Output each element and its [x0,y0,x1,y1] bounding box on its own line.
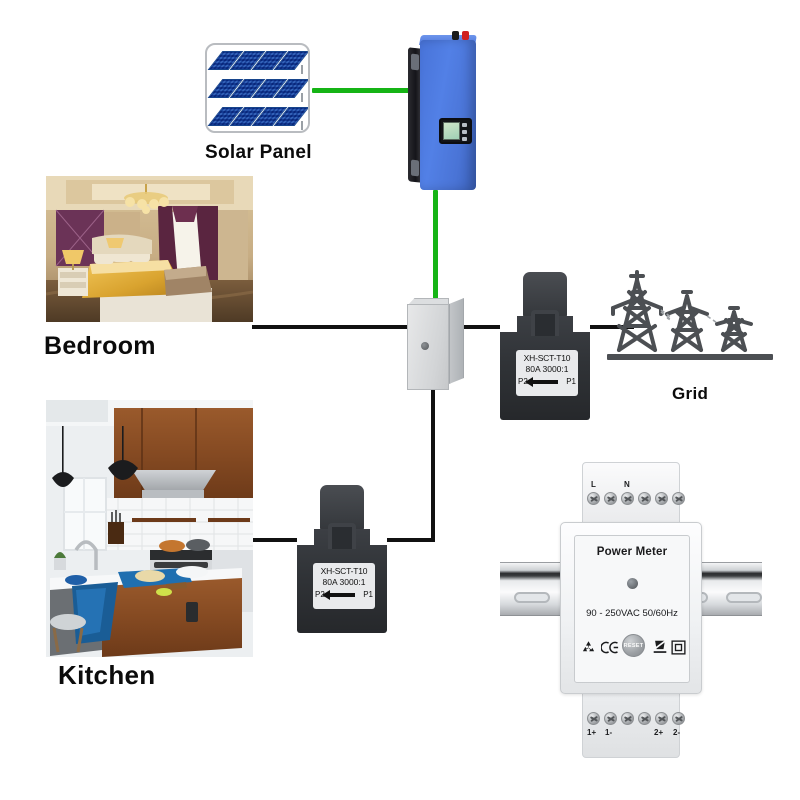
ct-rating-text: 80A 3000:1 [322,577,366,587]
ground-line [607,354,773,360]
terminal-screw[interactable] [587,712,600,725]
wire-box-to-grid-ct [462,325,510,329]
terminal-screw[interactable] [621,712,634,725]
inverter-display [439,118,472,144]
terminal-screw[interactable] [638,712,651,725]
grid-tie-inverter [408,31,477,190]
meter-symbol-row: RESET [581,634,686,662]
weee-bin-icon [653,640,667,653]
kitchen-label: Kitchen [58,660,156,690]
terminal-label-1minus: 1- [605,728,613,737]
terminal-screw[interactable] [604,492,617,505]
solar-panel-icon [205,43,310,133]
wire-bedroom-to-box [252,325,412,329]
ct-p2-label: P2 [518,377,528,386]
terminal-label-N: N [624,480,630,489]
ct-spec-label: XH-SCT-T10 80A 3000:1 P2 P1 [516,350,578,396]
ct-sensor-load: XH-SCT-T10 80A 3000:1 P2 P1 [297,485,387,633]
terminal-label-L: L [591,480,596,489]
wire-grid-ct-to-grid [592,325,634,329]
ct-p1-label: P1 [566,377,576,386]
ct-p2-label: P2 [315,590,325,599]
ct-p1-label: P1 [363,590,373,599]
pylon-group-icon [611,270,753,352]
wire-solar-to-inverter [312,88,412,93]
ct-direction-arrow-icon [322,590,355,600]
ct-aperture [328,523,356,549]
meter-led-indicator [627,578,638,589]
terminal-screw[interactable] [638,492,651,505]
terminal-label-2plus: 2+ [654,728,664,737]
bedroom-label: Bedroom [44,332,156,360]
ct-direction-arrow-icon [525,377,558,387]
terminal-screw[interactable] [604,712,617,725]
wire-inverter-to-box [433,190,438,302]
meter-title: Power Meter [596,546,668,558]
terminal-screw[interactable] [587,492,600,505]
grid-illustration [607,262,773,360]
meter-front-housing: Power Meter 90 - 250VAC 50/60Hz [560,522,702,694]
ct-rating-text: 80A 3000:1 [525,364,569,374]
recycle-icon [582,641,595,652]
inverter-lcd [443,122,460,140]
class-ii-icon [671,640,686,655]
box-latch-icon [421,342,429,350]
terminal-screw[interactable] [655,492,668,505]
meter-voltage-rating: 90 - 250VAC 50/60Hz [586,608,678,619]
terminal-screw[interactable] [672,712,685,725]
ce-mark-icon [601,641,619,654]
terminal-label-1plus: 1+ [587,728,597,737]
box-side-panel [449,298,464,384]
terminal-screw[interactable] [655,712,668,725]
terminal-screw[interactable] [672,492,685,505]
terminal-label-2minus: 2- [673,728,681,737]
ct-sensor-grid: XH-SCT-T10 80A 3000:1 P2 P1 [500,272,590,420]
meter-faceplate: Power Meter 90 - 250VAC 50/60Hz [574,535,690,683]
distribution-box [407,298,464,390]
ct-spec-label: XH-SCT-T10 80A 3000:1 P2 P1 [313,563,375,609]
ct-model-text: XH-SCT-T10 [320,566,368,576]
bedroom-photo [46,176,253,322]
kitchen-photo [46,400,253,657]
ct-aperture [531,310,559,336]
inverter-terminal-negative [452,31,459,40]
ct-model-text: XH-SCT-T10 [523,353,571,363]
solar-panel-label: Solar Panel [205,142,312,163]
power-meter: L N Power Meter 90 - 250VAC 50/60Hz [500,462,762,762]
kitchen-image [46,400,253,657]
grid-label: Grid [672,384,709,403]
reset-button[interactable]: RESET [622,634,645,657]
wire-box-downfeed [431,388,435,542]
terminal-screw[interactable] [621,492,634,505]
inverter-body [420,40,476,190]
bedroom-image [46,176,253,322]
inverter-terminal-positive [462,31,469,40]
